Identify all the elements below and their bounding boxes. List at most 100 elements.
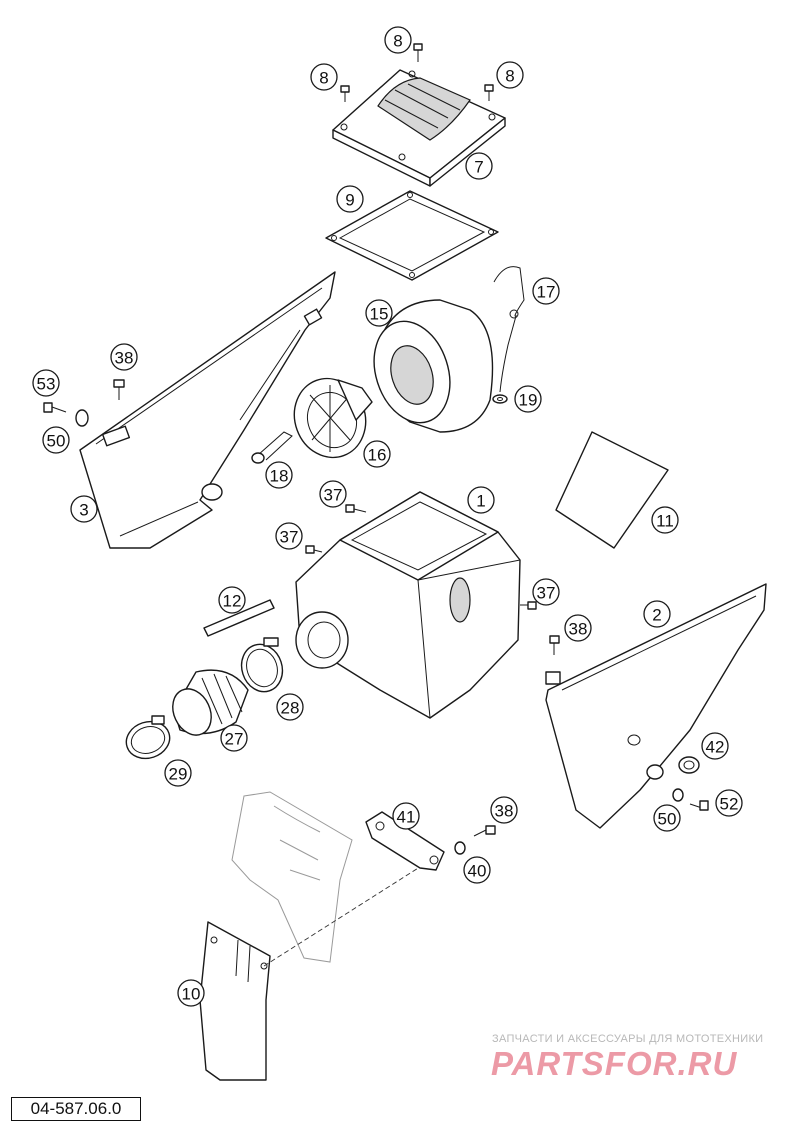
airbox-lid [332,69,506,187]
callout-37-left: 37 [275,522,303,550]
callout-27: 27 [220,724,248,752]
assembly-line [263,857,435,967]
callout-11: 11 [651,506,679,534]
filter-cage [293,377,373,459]
callout-16: 16 [363,440,391,468]
svg-text:18: 18 [270,467,289,486]
mud-flap [199,921,271,1081]
callout-18: 18 [265,461,293,489]
svg-text:50: 50 [658,810,677,829]
breather-hose [203,599,275,637]
svg-text:15: 15 [370,305,389,324]
washer-40 [454,841,466,855]
svg-text:28: 28 [281,699,300,718]
svg-text:16: 16 [368,446,387,465]
svg-text:8: 8 [319,69,328,88]
callout-37-top: 37 [319,480,347,508]
callout-7: 7 [465,152,493,180]
left-side-panel [79,271,336,549]
callout-28: 28 [276,693,304,721]
callout-52: 52 [715,789,743,817]
callout-53: 53 [32,369,60,397]
callout-12: 12 [218,586,246,614]
svg-text:27: 27 [225,730,244,749]
callout-37-right: 37 [532,578,560,606]
svg-text:2: 2 [652,606,661,625]
cage-pin [251,431,293,464]
washer-19 [492,394,508,404]
callout-15: 15 [365,299,393,327]
callout-8-left: 8 [310,63,338,91]
airbox [295,491,521,719]
callout-38-left: 38 [110,343,138,371]
callout-3: 3 [70,495,98,523]
callout-38-right: 38 [564,614,592,642]
callout-1: 1 [467,486,495,514]
svg-text:52: 52 [720,795,739,814]
callout-38-bottom: 38 [490,796,518,824]
watermark-logo: PARTSFOR.RU [491,1045,738,1082]
lid-bolt-left [340,85,350,102]
lid-bolt-top [413,43,423,62]
right-side-panel [545,583,767,829]
callout-8-top: 8 [384,26,412,54]
svg-text:10: 10 [182,985,201,1004]
filter-sheet [555,431,669,549]
callout-41: 41 [392,802,420,830]
svg-text:1: 1 [476,492,485,511]
bolt-37-left [305,545,323,554]
svg-text:29: 29 [169,765,188,784]
bolt-38-bottom [473,825,496,837]
watermark-caption: ЗАПЧАСТИ И АКСЕССУАРЫ ДЛЯ МОТОТЕХНИКИ [492,1033,764,1045]
svg-text:3: 3 [79,501,88,520]
callout-29: 29 [164,759,192,787]
svg-text:9: 9 [345,191,354,210]
svg-text:7: 7 [474,158,483,177]
callout-19: 19 [514,385,542,413]
filter-retaining-wire [493,266,525,393]
callout-8-right: 8 [496,61,524,89]
bolt-53 [43,402,67,413]
svg-text:37: 37 [280,528,299,547]
mount-bracket [365,811,445,871]
svg-text:8: 8 [393,32,402,51]
callout-2: 2 [643,600,671,628]
svg-text:17: 17 [537,283,556,302]
grommet-42 [678,756,700,774]
lid-bolt-right [484,84,494,101]
svg-text:41: 41 [397,808,416,827]
svg-text:40: 40 [468,862,487,881]
svg-text:38: 38 [495,802,514,821]
bolt-38-left [113,379,125,400]
svg-text:37: 37 [537,584,556,603]
hose-clamp-29 [125,715,171,760]
rear-fender-ghost [231,791,353,963]
bolt-37-right [520,601,537,610]
hose-clamp-28 [240,637,284,693]
svg-text:38: 38 [569,620,588,639]
callout-50-right: 50 [653,804,681,832]
bolt-52 [689,800,709,811]
intake-boot [172,669,249,736]
svg-text:38: 38 [115,349,134,368]
bolt-37-top [345,504,367,513]
callout-9: 9 [336,185,364,213]
callout-42: 42 [701,732,729,760]
svg-text:19: 19 [519,391,538,410]
svg-text:11: 11 [656,512,674,531]
svg-text:42: 42 [706,738,725,757]
document-code: 04-587.06.0 [11,1097,141,1121]
callout-17: 17 [532,277,560,305]
svg-text:8: 8 [505,67,514,86]
svg-text:37: 37 [324,486,343,505]
washer-50-right [672,788,684,802]
lid-gasket [325,190,499,281]
svg-text:53: 53 [37,375,56,394]
air-filter [373,299,494,433]
svg-text:12: 12 [223,592,242,611]
callout-50-left: 50 [42,426,70,454]
callout-10: 10 [177,979,205,1007]
callout-40: 40 [463,856,491,884]
bolt-38-right [549,635,560,655]
